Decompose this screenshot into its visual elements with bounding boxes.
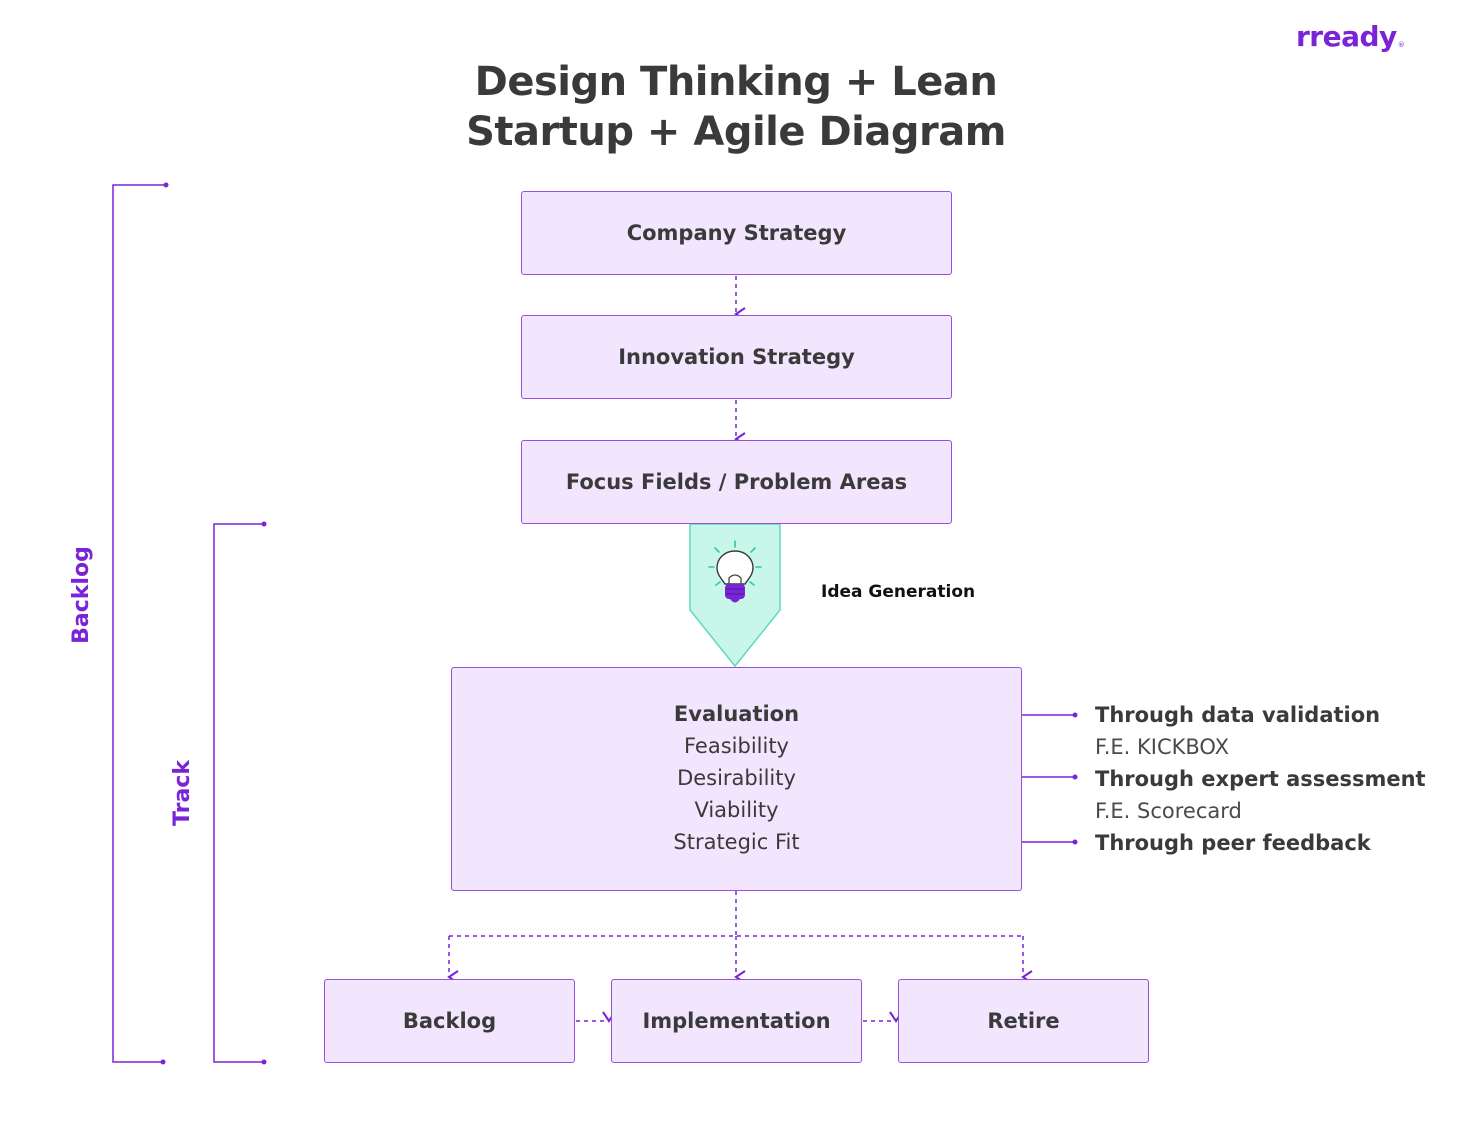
lightbulb-icon: [708, 540, 762, 603]
tool-scorecard: F.E. Scorecard: [1095, 799, 1242, 823]
company-strategy-label: Company Strategy: [626, 221, 847, 245]
evaluation-criterion: Feasibility: [684, 734, 789, 758]
innovation-strategy-label: Innovation Strategy: [618, 345, 855, 369]
track-bracket-top-dot: [261, 521, 267, 527]
connector-data-validation-dot: [1072, 712, 1078, 718]
retire-label: Retire: [987, 1009, 1060, 1033]
connector-expert-assessment-dot: [1072, 774, 1078, 780]
evaluation-criterion: Desirability: [677, 766, 796, 790]
page-title-line-2: Startup + Agile Diagram: [466, 109, 1006, 155]
backlog-box: Backlog: [324, 979, 575, 1063]
evaluation-box: Evaluation Feasibility Desirability Viab…: [451, 667, 1022, 891]
retire-box: Retire: [898, 979, 1149, 1063]
registered-mark-icon: ®: [1397, 41, 1405, 49]
backlog-bracket-label: Backlog: [69, 546, 94, 644]
track-bracket-bottom-dot: [261, 1059, 267, 1065]
focus-fields-label: Focus Fields / Problem Areas: [565, 470, 908, 494]
brand-logo-text: rready: [1296, 20, 1397, 53]
backlog-bracket-top-dot: [163, 182, 169, 188]
track-bracket-label: Track: [170, 760, 195, 826]
focus-fields-box: Focus Fields / Problem Areas: [521, 440, 952, 524]
evaluation-heading: Evaluation: [673, 702, 800, 726]
page-title: Design Thinking + Lean Startup + Agile D…: [436, 57, 1036, 157]
evaluation-criterion: Strategic Fit: [673, 830, 800, 854]
idea-generation-label: Idea Generation: [821, 582, 976, 602]
brand-logo: rready®: [1296, 18, 1405, 56]
backlog-bracket-bottom-dot: [160, 1059, 166, 1065]
backlog-label: Backlog: [402, 1009, 497, 1033]
backlog-bracket: [112, 184, 166, 1063]
innovation-strategy-box: Innovation Strategy: [521, 315, 952, 399]
method-expert-assessment: Through expert assessment: [1095, 767, 1426, 791]
page-title-line-1: Design Thinking + Lean: [474, 59, 998, 105]
tool-kickbox: F.E. KICKBOX: [1095, 735, 1230, 759]
implementation-label: Implementation: [642, 1009, 831, 1033]
evaluation-criterion: Viability: [694, 798, 779, 822]
company-strategy-box: Company Strategy: [521, 191, 952, 275]
track-bracket: [213, 523, 264, 1063]
implementation-box: Implementation: [611, 979, 862, 1063]
connector-peer-feedback-dot: [1072, 839, 1078, 845]
method-peer-feedback: Through peer feedback: [1095, 831, 1371, 855]
method-data-validation: Through data validation: [1095, 703, 1381, 727]
